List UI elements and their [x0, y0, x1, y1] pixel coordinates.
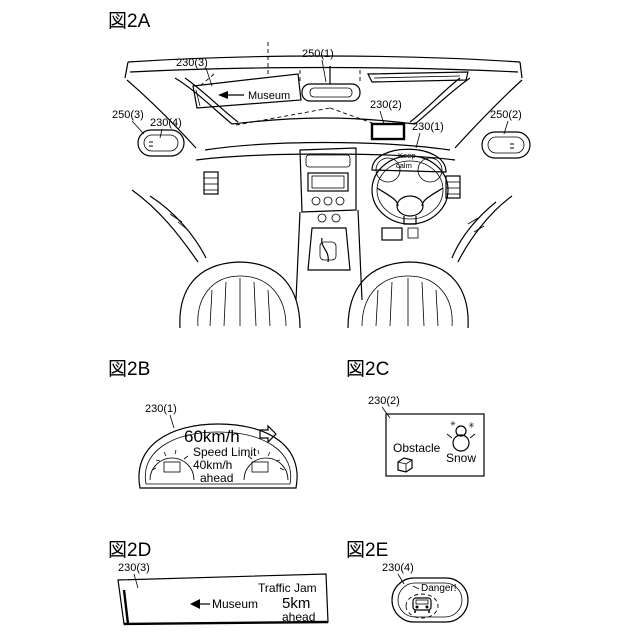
speed-limit-line-3: ahead: [200, 471, 233, 485]
label-230-3: 230(3): [176, 57, 208, 69]
hud-display: [372, 124, 404, 139]
label-230-1-b: 230(1): [145, 403, 177, 415]
obstacle-text: Obstacle: [393, 441, 441, 455]
figure-2c-title: 図2C: [346, 359, 389, 380]
figure-2b: 図2B 230(1) 60km/h Speed Limit 40km/h: [108, 359, 297, 488]
speed-readout: 60km/h: [184, 427, 240, 446]
roof-right-end: [520, 62, 522, 78]
label-230-2: 230(2): [370, 99, 402, 111]
right-side-mirror: [482, 132, 530, 158]
figure-2a-title: 図2A: [108, 11, 151, 32]
figure-2d-title: 図2D: [108, 540, 151, 561]
right-door-panel: [458, 196, 512, 262]
label-230-4: 230(4): [150, 117, 182, 129]
cube-icon: [398, 458, 412, 472]
label-230-4-e: 230(4): [382, 562, 414, 574]
visor-museum-text-d: Museum: [212, 597, 258, 611]
label-250-1: 250(1): [302, 48, 334, 60]
label-250-3: 250(3): [112, 109, 144, 121]
snow-text: Snow: [446, 451, 476, 465]
speed-limit-line-2: 40km/h: [193, 458, 232, 472]
danger-text: Danger!: [421, 583, 457, 594]
svg-text:✳: ✳: [450, 420, 456, 428]
speed-limit-line-1: Speed Limit: [193, 445, 257, 459]
svg-text:✳: ✳: [468, 421, 475, 430]
traffic-jam-text: Traffic Jam: [258, 581, 317, 595]
figure-2a: 図2A Museum: [108, 11, 530, 328]
a-pillar-right-inner: [410, 78, 460, 122]
label-230-3-d: 230(3): [118, 562, 150, 574]
label-250-2: 250(2): [490, 109, 522, 121]
visor-museum-text: Museum: [248, 90, 290, 102]
rear-view-mirror: [302, 66, 360, 101]
glovebox-button: [382, 228, 402, 240]
left-gauge: [150, 450, 194, 480]
a-pillar-right-outer: [415, 78, 470, 124]
left-seat: [180, 262, 300, 328]
roof-left-end: [125, 62, 128, 78]
sun-visor-display: Museum: [193, 74, 301, 108]
projection-line-2: [330, 108, 375, 124]
ahead-text: ahead: [282, 610, 315, 624]
right-seat: [348, 262, 468, 328]
center-console: [296, 148, 362, 300]
figure-2b-title: 図2B: [108, 359, 150, 380]
figure-2d: 図2D 230(3) Museum Traffic Jam 5km ahead: [108, 540, 328, 624]
snowman-icon: ✳ ✳: [447, 420, 475, 451]
figure-2c: 図2C 230(2) Obstacle ✳ ✳ Snow: [346, 359, 484, 476]
figure-2e: 図2E 230(4) Danger!: [346, 540, 468, 622]
left-vent: [204, 172, 218, 194]
left-door-panel: [132, 190, 198, 262]
car-icon: [406, 594, 438, 618]
label-230-1: 230(1): [412, 121, 444, 133]
projection-line-1: [236, 108, 330, 125]
figure-2e-title: 図2E: [346, 540, 388, 561]
label-230-2-c: 230(2): [368, 395, 400, 407]
